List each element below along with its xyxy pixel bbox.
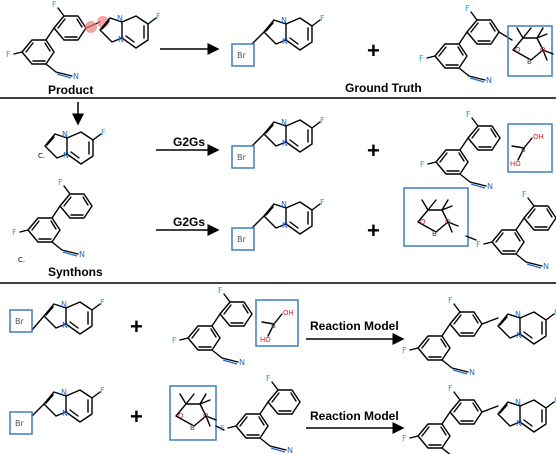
reactant-boronate [169, 373, 301, 454]
reactant-boronic-acid [171, 285, 299, 368]
reaction-model-label: Reaction Model [310, 319, 399, 333]
synthons-label: Synthons [48, 265, 103, 279]
bromine-atom: Br [15, 317, 24, 326]
ground-truth-bromide: Br [231, 13, 326, 67]
leaving-group-box [231, 43, 255, 67]
plus-sign: + [367, 38, 380, 63]
predicted-product [402, 296, 556, 377]
product-molecule [5, 0, 162, 82]
leaving-group-box [507, 25, 553, 77]
g2gs-label: G2Gs [173, 135, 205, 149]
leaving-group-box [255, 299, 299, 347]
leaving-group-box [231, 145, 255, 169]
reactant-bromide: Br [9, 385, 106, 435]
section-product-ground-truth: Product Br + Ground Truth [5, 0, 554, 97]
g2gs-label: G2Gs [173, 215, 205, 229]
bromine-atom: Br [237, 153, 246, 162]
section-synthons-g2gs: C. G2Gs Br + C. Synthons G2Gs Br + [11, 102, 556, 279]
predicted-product [402, 384, 556, 454]
ground-truth-label: Ground Truth [345, 81, 422, 95]
carbon-radical: C. [18, 256, 25, 264]
reaction-center-highlight [85, 21, 97, 33]
predicted-bromide: Br [231, 115, 326, 169]
section-reaction-model: Br + Reaction Model Br + Reaction Model [9, 285, 556, 454]
carbon-radical: C. [38, 152, 45, 160]
leaving-group-box [507, 123, 553, 173]
predicted-bromide: Br [231, 197, 326, 251]
leaving-group-box [9, 309, 33, 333]
bromine-atom: Br [15, 419, 24, 428]
synthon-biaryl: C. [11, 177, 93, 264]
reactant-bromide: Br [9, 297, 106, 335]
plus-sign: + [130, 404, 143, 429]
leaving-group-box [9, 411, 33, 435]
plus-sign: + [130, 314, 143, 339]
leaving-group-box [231, 227, 255, 251]
predicted-boronic-acid [419, 109, 553, 192]
bromine-atom: Br [237, 51, 246, 60]
synthon-imidazo: C. [38, 127, 107, 165]
ground-truth-boronate [418, 3, 554, 86]
reaction-model-label: Reaction Model [310, 409, 399, 423]
bromine-atom: Br [237, 235, 246, 244]
product-label: Product [48, 83, 93, 97]
leaving-group-box [169, 385, 217, 441]
plus-sign: + [367, 138, 380, 163]
plus-sign: + [367, 218, 380, 243]
predicted-boronate [403, 187, 556, 272]
leaving-group-box [403, 187, 469, 247]
